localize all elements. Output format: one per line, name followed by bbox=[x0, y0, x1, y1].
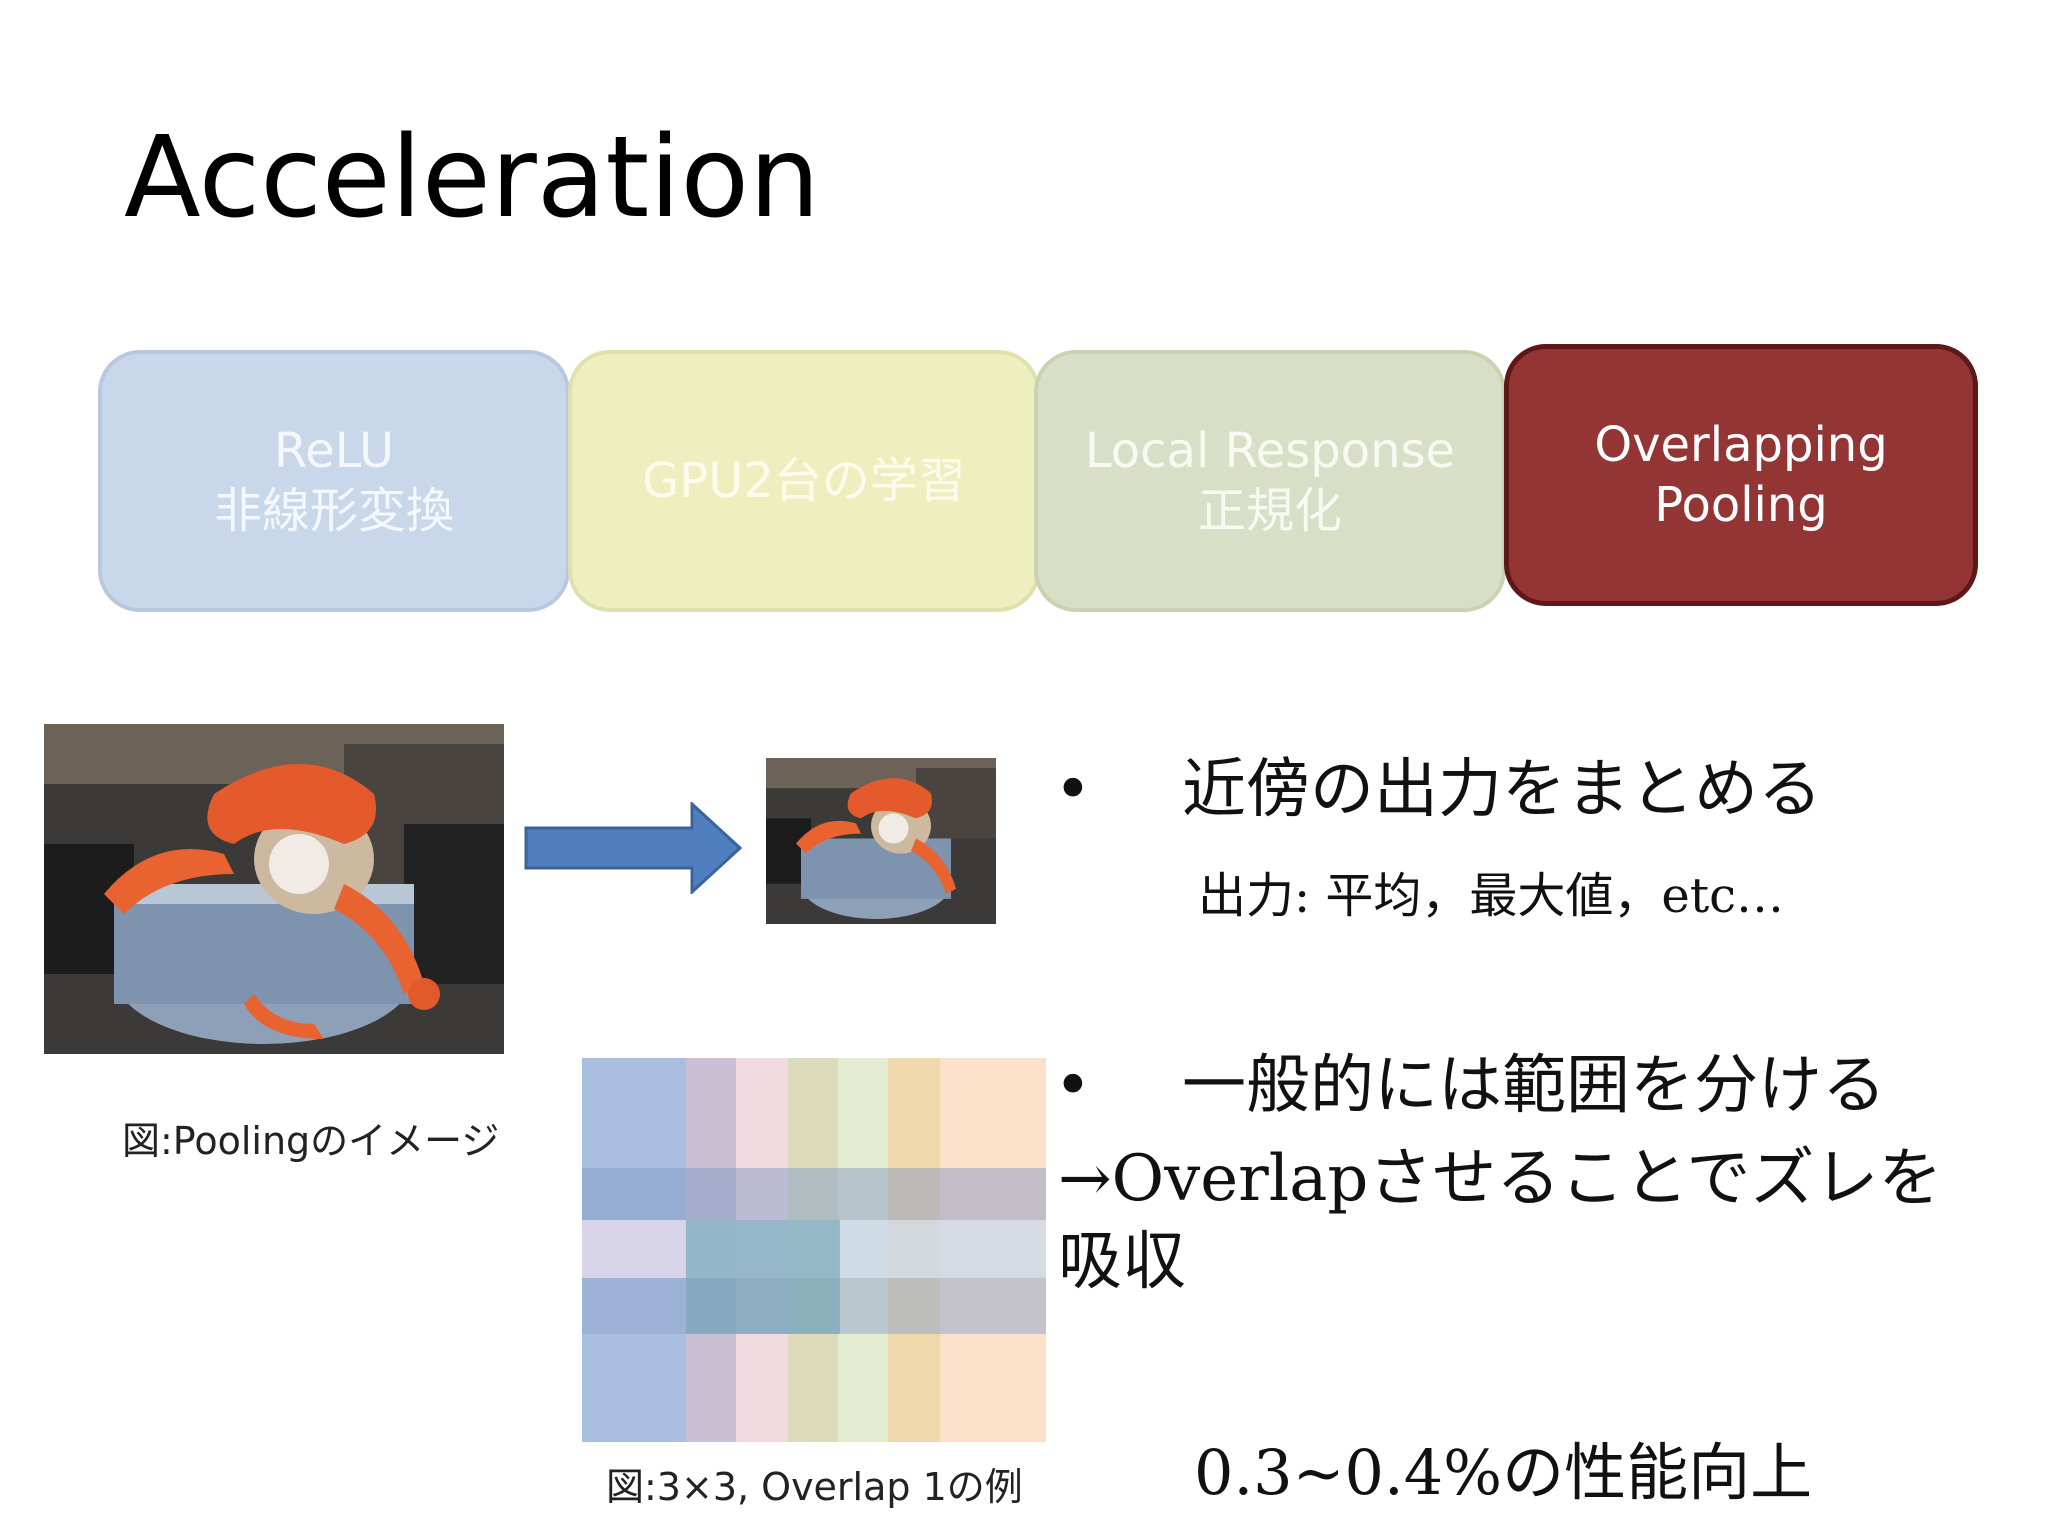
step-pool-line2: Pooling bbox=[1654, 477, 1828, 533]
bullet-neighbor-output-detail: 出力: 平均，最大値，etc… bbox=[1198, 868, 1785, 924]
bullet-text: 一般的には範囲を分ける bbox=[1182, 1049, 1886, 1123]
pooling-input-image bbox=[44, 724, 504, 1054]
bullet-marker: • bbox=[1054, 1049, 1092, 1123]
arrow-right-icon bbox=[524, 802, 743, 894]
step-relu: ReLU 非線形変換 bbox=[98, 350, 570, 612]
pooling-output-image bbox=[766, 758, 996, 924]
pooling-image-caption: 図:Poolingのイメージ bbox=[122, 1119, 500, 1163]
bullet-split-range-detail: →Overlapさせることでズレを吸収 bbox=[1058, 1142, 1943, 1300]
step-local-response: Local Response 正規化 bbox=[1034, 350, 1506, 612]
step-overlapping-pooling: Overlapping Pooling bbox=[1504, 344, 1978, 606]
bullet-split-range: • 一般的には範囲を分ける bbox=[1054, 1034, 1886, 1126]
cat-lobster-photo-small bbox=[766, 758, 996, 924]
bullet-marker: • bbox=[1054, 753, 1092, 827]
step-pool-line1: Overlapping bbox=[1594, 417, 1888, 473]
step-gpu: GPU2台の学習 bbox=[568, 350, 1040, 612]
step-gpu-line1: GPU2台の学習 bbox=[642, 453, 966, 509]
step-lrn-line2: 正規化 bbox=[1197, 483, 1342, 539]
bullet-neighbor-output: • 近傍の出力をまとめる bbox=[1054, 738, 1822, 830]
overlap-grid-svg bbox=[582, 1058, 1046, 1442]
step-relu-line2: 非線形変換 bbox=[213, 483, 454, 539]
step-lrn-line1: Local Response bbox=[1084, 423, 1456, 479]
overlap-grid-figure bbox=[582, 1058, 1046, 1442]
slide-title: Acceleration bbox=[124, 113, 820, 243]
grid-caption: 図:3×3, Overlap 1の例 bbox=[606, 1465, 1023, 1509]
cat-lobster-photo bbox=[44, 724, 504, 1054]
step-relu-line1: ReLU bbox=[273, 423, 395, 479]
performance-result: 0.3~0.4%の性能向上 bbox=[1194, 1436, 1813, 1509]
bullet-text: 近傍の出力をまとめる bbox=[1182, 753, 1822, 827]
